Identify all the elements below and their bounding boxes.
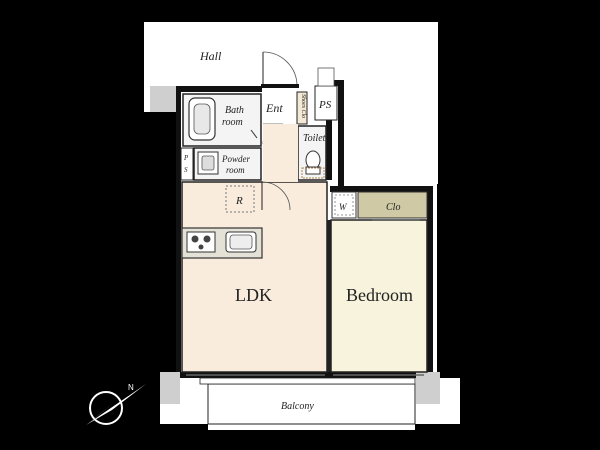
balcony-label: Balcony <box>281 401 314 412</box>
closet <box>357 191 428 219</box>
inner-hallway <box>263 124 298 182</box>
balcony <box>207 383 416 425</box>
ent-label: Ent <box>265 101 283 115</box>
burner-icon <box>198 244 204 250</box>
ldk-floor <box>182 182 327 372</box>
toilet-tank <box>305 166 321 175</box>
bath-label-1: Bath <box>225 105 244 116</box>
hall-right <box>343 80 438 184</box>
sink-bowl <box>229 234 253 250</box>
closet-label: Clo <box>386 202 400 213</box>
powder-label-1: Powder <box>221 154 250 164</box>
column-bottom-right <box>416 372 440 404</box>
bath-label-2: room <box>222 117 243 128</box>
washer-label: W <box>339 202 348 212</box>
north-label: N <box>128 383 134 392</box>
ps-left <box>180 147 194 181</box>
toilet-label: Toilet <box>303 133 326 144</box>
refrigerator-label: R <box>235 195 243 207</box>
hall-area <box>144 22 438 80</box>
ldk-door-swing <box>261 181 291 211</box>
wall-bedroom-top <box>330 186 433 192</box>
shower-icon <box>250 129 258 139</box>
wall-ldk-bedroom <box>327 220 331 372</box>
ps-left-label-2: S <box>184 166 188 174</box>
shoes-closet <box>296 91 308 125</box>
ldk-label: LDK <box>235 285 272 305</box>
entrance-frame <box>261 84 299 88</box>
ps-top-label: PS <box>318 99 332 111</box>
burner-icon <box>191 235 199 243</box>
wall-ps-right <box>338 80 344 190</box>
washbasin-bowl <box>201 155 215 171</box>
washer-space <box>331 191 357 219</box>
bathtub-inner <box>193 103 211 135</box>
meter-box <box>317 67 335 87</box>
toilet-counter <box>301 167 325 179</box>
shoes-closet-label: Shoes Clo <box>300 94 306 118</box>
entrance-door-swing <box>262 51 298 87</box>
toilet-icon <box>305 150 321 170</box>
outside-right <box>437 22 600 450</box>
ps-left-label-1: P <box>183 154 189 162</box>
refrigerator-space <box>225 185 255 213</box>
hall-label: Hall <box>199 49 222 63</box>
burner-icon <box>203 235 211 243</box>
bedroom-label: Bedroom <box>346 285 413 305</box>
powder-label-2: room <box>226 165 245 175</box>
wall-bedroom-right <box>427 186 433 378</box>
north-arrow-icon: N <box>86 383 146 425</box>
column-top-left <box>150 86 176 112</box>
column-bottom-left <box>160 372 180 404</box>
washer-icon <box>334 194 354 216</box>
wall-toilet-right <box>326 80 332 180</box>
entrance <box>263 92 297 124</box>
balcony-sill <box>199 377 416 385</box>
